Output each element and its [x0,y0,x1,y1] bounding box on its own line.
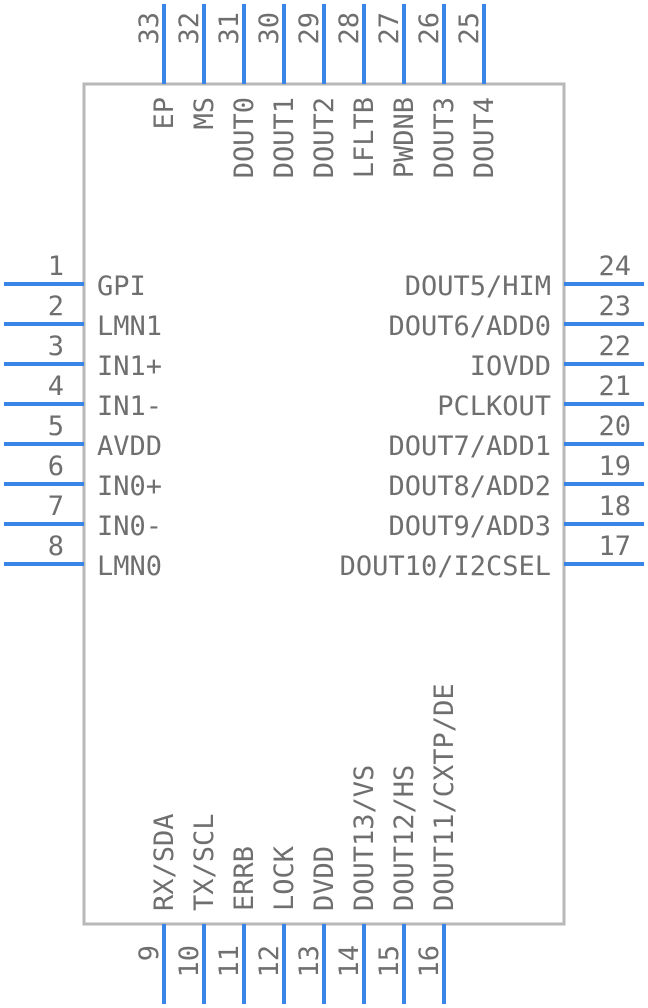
pin-number-20: 20 [598,411,631,442]
ic-body [82,82,566,926]
pin-label-25: DOUT4 [469,97,500,178]
pin-label-29: DOUT2 [309,97,340,178]
pin-number-15: 15 [374,945,405,978]
pin-number-13: 13 [294,945,325,978]
bottom-pins: 9 RX/SDA 10 TX/SCL 11 ERRB 12 LOCK 13 DVDD 14 DOUT1… [134,683,460,1004]
pin-label-9: RX/SDA [149,813,180,911]
pin-number-26: 26 [414,12,445,45]
pin-number-23: 23 [598,291,631,322]
pin-number-25: 25 [454,12,485,45]
pin-label-13: DVDD [309,846,340,911]
pin-number-1: 1 [48,251,64,282]
pin-label-2: LMN1 [97,311,162,342]
pin-label-7: IN0- [97,511,162,542]
pin-number-11: 11 [214,945,245,978]
pin-label-17: DOUT10/I2CSEL [340,551,551,582]
pin-label-22: IOVDD [470,351,551,382]
pin-label-16: DOUT11/CXTP/DE [429,683,460,911]
pin-number-22: 22 [598,331,631,362]
pin-label-1: GPI [97,271,146,302]
pin-label-11: ERRB [229,846,260,911]
pin-label-15: DOUT12/HS [389,765,420,911]
pin-label-33: EP [149,97,180,130]
pin-number-19: 19 [598,451,631,482]
pin-number-27: 27 [374,12,405,45]
pin-label-12: LOCK [269,845,300,911]
pin-label-20: DOUT7/ADD1 [388,431,551,462]
pin-label-32: MS [189,97,220,130]
pin-number-30: 30 [254,12,285,45]
pin-number-28: 28 [334,12,365,45]
pin-number-7: 7 [48,491,64,522]
pin-number-10: 10 [174,945,205,978]
pin-label-8: LMN0 [97,551,162,582]
pin-label-27: PWDNB [389,97,420,178]
pin-number-12: 12 [254,945,285,978]
pin-label-3: IN1+ [97,351,162,382]
pin-number-21: 21 [598,371,631,402]
pin-label-14: DOUT13/VS [349,765,380,911]
pin-number-32: 32 [174,12,205,45]
pin-number-6: 6 [48,451,64,482]
pin-number-5: 5 [48,411,64,442]
pin-label-26: DOUT3 [429,97,460,178]
pin-label-24: DOUT5/HIM [405,271,551,302]
pin-number-17: 17 [598,531,631,562]
pin-number-3: 3 [48,331,64,362]
pin-label-23: DOUT6/ADD0 [388,311,551,342]
pin-number-4: 4 [48,371,64,402]
pin-number-24: 24 [598,251,631,282]
pin-label-19: DOUT8/ADD2 [388,471,551,502]
pin-number-14: 14 [334,945,365,978]
pin-label-31: DOUT0 [229,97,260,178]
pin-number-2: 2 [48,291,64,322]
pin-label-6: IN0+ [97,471,162,502]
pin-label-18: DOUT9/ADD3 [388,511,551,542]
pin-number-31: 31 [214,12,245,45]
pin-label-10: TX/SCL [189,813,220,911]
pin-label-5: AVDD [97,431,162,462]
pin-number-9: 9 [134,945,165,961]
pin-number-16: 16 [414,945,445,978]
pin-label-4: IN1- [97,391,162,422]
pin-number-29: 29 [294,12,325,45]
pin-number-8: 8 [48,531,64,562]
pin-number-33: 33 [134,12,165,45]
pin-label-21: PCLKOUT [437,391,551,422]
pin-label-28: LFLTB [349,97,380,178]
pin-number-18: 18 [598,491,631,522]
pin-label-30: DOUT1 [269,97,300,178]
